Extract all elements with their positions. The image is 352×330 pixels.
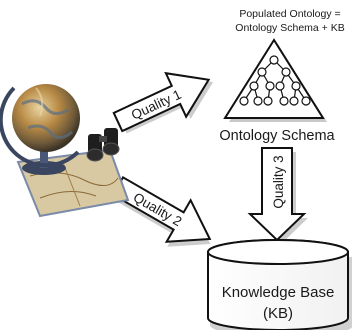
quality-2-arrow: Quality 2 (111, 175, 212, 247)
ontology-node-tree (239, 55, 311, 106)
map-icon (16, 148, 130, 218)
ontology-schema-label: Ontology Schema (219, 128, 335, 144)
quality-1-arrow: Quality 1 (112, 71, 214, 134)
globe-binoculars-map-illustration (0, 84, 130, 218)
ontology-schema-triangle (223, 38, 327, 122)
populated-ontology-formula: Ontology Schema + KB (235, 22, 344, 34)
knowledge-base-abbrev: (KB) (263, 305, 293, 322)
quality-3-label: Quality 3 (271, 155, 286, 208)
knowledge-base-cylinder (207, 239, 352, 330)
binoculars-icon (86, 128, 120, 162)
globe-icon (0, 84, 80, 175)
quality-3-arrow: Quality 3 (247, 147, 308, 244)
populated-ontology-title: Populated Ontology = (239, 8, 340, 20)
knowledge-base-label: Knowledge Base (222, 284, 335, 301)
